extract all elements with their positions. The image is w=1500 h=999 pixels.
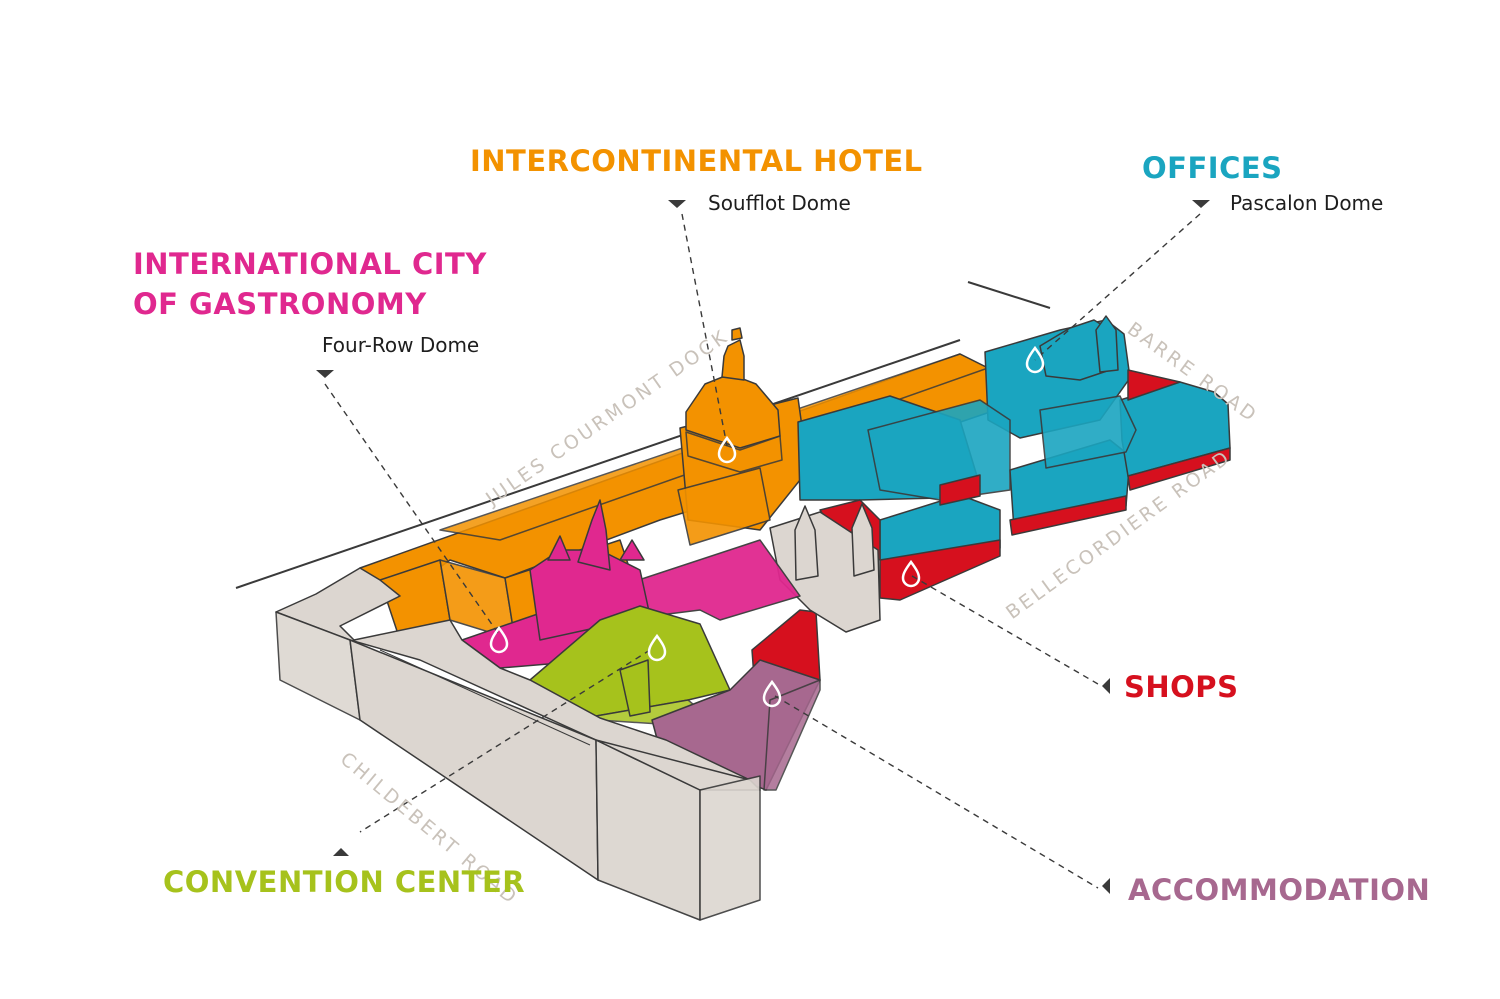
dome-label-soufflot: Soufflot Dome: [708, 191, 851, 215]
label-shops: SHOPS: [1124, 670, 1239, 704]
dome-label-four-row: Four-Row Dome: [322, 333, 480, 357]
triangle-pointer-icon: [316, 370, 334, 378]
label-accommodation: ACCOMMODATION: [1128, 873, 1431, 907]
leader-shops: [911, 575, 1099, 685]
triangle-pointer-icon: [1102, 678, 1110, 694]
location-pin-icon: [489, 625, 509, 654]
location-pin-icon: [762, 679, 782, 708]
dock-edge-line-2: [967, 281, 1051, 309]
location-pin-icon: [717, 435, 737, 464]
existing-building: [275, 567, 761, 921]
leader-four-row: [324, 383, 501, 637]
location-pin-icon: [1025, 345, 1045, 374]
triangle-pointer-icon: [1192, 200, 1210, 208]
dome-label-pascalon: Pascalon Dome: [1230, 191, 1384, 215]
convention-center-block: [529, 605, 731, 727]
dock-edge-line: [235, 339, 961, 589]
label-hotel: INTERCONTINENTAL HOTEL: [470, 144, 923, 178]
label-offices: OFFICES: [1142, 151, 1283, 185]
triangle-pointer-icon: [1102, 878, 1110, 894]
leader-accommodation: [774, 695, 1099, 889]
label-gastronomy-line1: INTERNATIONAL CITY: [133, 247, 487, 281]
triangle-pointer-icons: [316, 200, 1210, 894]
label-gastronomy-line2: OF GASTRONOMY: [133, 287, 427, 321]
triangle-pointer-icon: [668, 200, 686, 208]
label-convention: CONVENTION CENTER: [163, 865, 526, 899]
triangle-pointer-icon: [333, 848, 349, 856]
leader-convention: [359, 649, 651, 833]
location-pin-icon: [901, 559, 921, 588]
location-pins: [489, 345, 1045, 708]
existing-chapel: [769, 503, 881, 633]
location-pin-icon: [647, 633, 667, 662]
leader-pascalon: [1034, 213, 1201, 361]
